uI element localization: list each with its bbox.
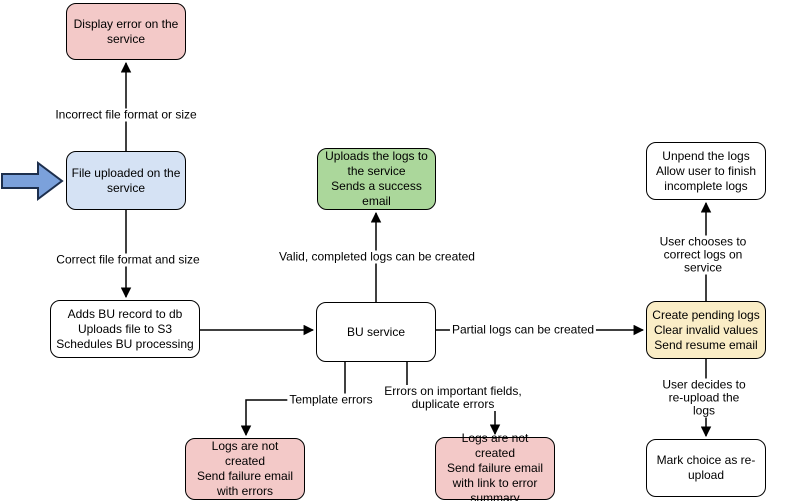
node-display-error: Display error on the service	[66, 3, 186, 60]
edge-label-partial-logs: Partial logs can be created	[449, 322, 597, 337]
edge-label-field-errors: Errors on important fields, duplicate er…	[382, 384, 524, 411]
node-mark-reupload: Mark choice as re-upload	[646, 439, 766, 497]
node-success-email: Uploads the logs to the service Sends a …	[317, 148, 436, 210]
block-arrow-right-icon	[1, 161, 64, 201]
node-unpend-logs: Unpend the logs Allow user to finish inc…	[646, 142, 766, 200]
node-failure-template: Logs are not created Send failure email …	[185, 438, 305, 500]
edge-label-incorrect-format: Incorrect file format or size	[53, 107, 199, 122]
node-bu-service: BU service	[316, 302, 436, 362]
edge-label-template-errors: Template errors	[287, 392, 375, 407]
edge-label-correct-format: Correct file format and size	[54, 252, 202, 267]
node-failure-fields: Logs are not created Send failure email …	[435, 431, 555, 501]
edge-label-valid-logs: Valid, completed logs can be created	[277, 249, 477, 264]
edge-label-reupload: User decides to re-upload the logs	[655, 378, 753, 418]
node-file-uploaded: File uploaded on the service	[66, 151, 186, 210]
node-create-pending: Create pending logs Clear invalid values…	[646, 301, 766, 359]
edge-label-correct-on-service: User chooses to correct logs on service	[654, 235, 752, 275]
node-adds-bu-record: Adds BU record to db Uploads file to S3 …	[50, 300, 200, 358]
